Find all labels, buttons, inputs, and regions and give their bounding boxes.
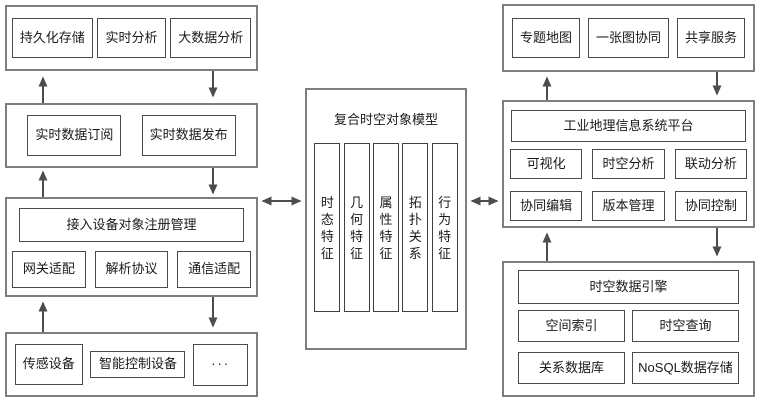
feature-geometry-box: 几何特征 (343, 143, 370, 312)
feature-behavior-box: 行为特征 (431, 143, 458, 312)
feature-attribute-box: 属性特征 (372, 143, 399, 312)
device-group: 传感设备 智能控制设备 ··· (5, 332, 258, 397)
feature-temporal-box: 时态特征 (314, 143, 341, 312)
smart-control-device-box: 智能控制设备 (90, 351, 186, 378)
data-engine-group: 时空数据引擎 空间索引 时空查询 关系数据库 NoSQL数据存储 (502, 261, 755, 397)
linkage-analysis-box: 联动分析 (674, 149, 747, 179)
nosql-storage-box: NoSQL数据存储 (632, 352, 739, 384)
data-engine-row-1: 空间索引 时空查询 (518, 310, 739, 342)
visualization-box: 可视化 (510, 149, 583, 179)
feature-attribute-label: 属性特征 (379, 194, 393, 261)
gis-platform-header: 工业地理信息系统平台 (511, 110, 746, 142)
model-title: 复合时空对象模型 (333, 112, 438, 127)
composite-spatiotemporal-model-group: 复合时空对象模型 时态特征 几何特征 属性特征 拓扑关系 行为特征 (305, 88, 467, 350)
device-registration-header: 接入设备对象注册管理 (19, 208, 244, 242)
realtime-data-subscribe-box: 实时数据订阅 (27, 115, 122, 156)
spatial-index-box: 空间索引 (518, 310, 625, 342)
feature-topology-box: 拓扑关系 (402, 143, 429, 312)
realtime-data-group: 实时数据订阅 实时数据发布 (5, 103, 258, 168)
data-engine-row-2: 关系数据库 NoSQL数据存储 (518, 352, 739, 384)
one-map-collab-box: 一张图协同 (587, 17, 669, 59)
collab-edit-box: 协同编辑 (510, 191, 583, 221)
gis-platform-row-1: 可视化 时空分析 联动分析 (510, 149, 747, 179)
gis-platform-group: 工业地理信息系统平台 可视化 时空分析 联动分析 协同编辑 版本管理 协同控制 (502, 100, 755, 228)
feature-geometry-label: 几何特征 (350, 194, 364, 261)
collab-control-box: 协同控制 (674, 191, 747, 221)
relational-db-box: 关系数据库 (518, 352, 625, 384)
protocol-parse-box: 解析协议 (94, 251, 169, 288)
version-manage-box: 版本管理 (592, 191, 665, 221)
feature-behavior-label: 行为特征 (438, 194, 452, 261)
big-data-analysis-group: 持久化存储 实时分析 大数据分析 (5, 5, 258, 71)
gis-platform-row-2: 协同编辑 版本管理 协同控制 (510, 191, 747, 221)
device-access-group: 接入设备对象注册管理 网关适配 解析协议 通信适配 (5, 197, 258, 297)
persistent-storage-box: 持久化存储 (11, 17, 93, 59)
map-service-group: 专题地图 一张图协同 共享服务 (502, 4, 755, 72)
spatiotemporal-analysis-box: 时空分析 (592, 149, 665, 179)
spatiotemporal-query-box: 时空查询 (632, 310, 739, 342)
realtime-analysis-box: 实时分析 (97, 17, 166, 59)
big-data-analysis-box: 大数据分析 (170, 17, 252, 59)
device-access-row: 网关适配 解析协议 通信适配 (12, 251, 252, 288)
comm-adapter-box: 通信适配 (177, 251, 252, 288)
gateway-adapter-box: 网关适配 (12, 251, 86, 288)
shared-service-box: 共享服务 (676, 17, 745, 59)
sensor-device-box: 传感设备 (14, 344, 83, 385)
data-engine-header: 时空数据引擎 (518, 270, 739, 304)
feature-temporal-label: 时态特征 (320, 194, 334, 261)
feature-topology-label: 拓扑关系 (408, 194, 422, 261)
more-devices-box: ··· (193, 343, 249, 386)
feature-columns: 时态特征 几何特征 属性特征 拓扑关系 行为特征 (307, 143, 465, 312)
realtime-data-publish-box: 实时数据发布 (141, 115, 236, 156)
thematic-map-box: 专题地图 (511, 17, 580, 59)
